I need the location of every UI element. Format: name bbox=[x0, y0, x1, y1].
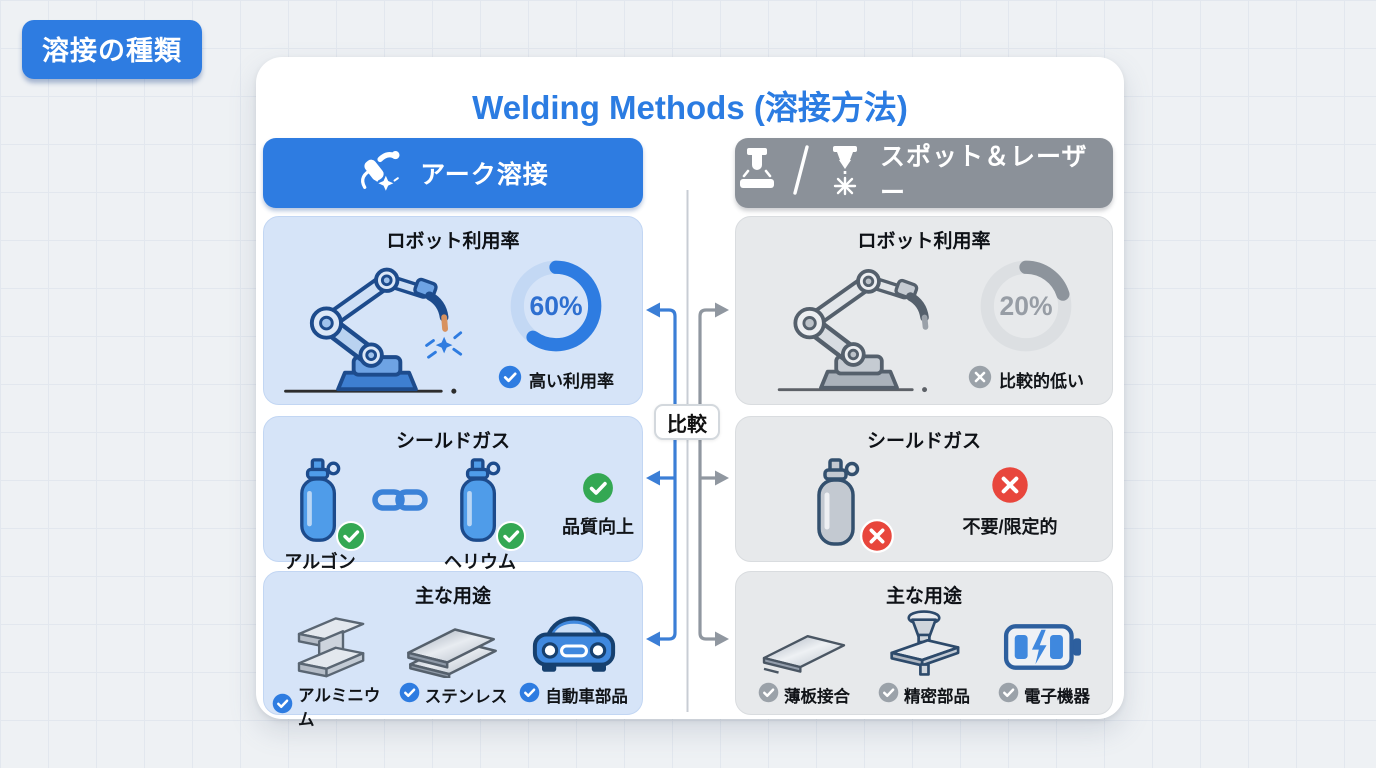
use-label-text: 自動車部品 bbox=[545, 688, 628, 706]
helium-cylinder: ヘリウム bbox=[432, 457, 528, 574]
battery-icon bbox=[996, 612, 1092, 678]
arc-gas-note: 品質向上 bbox=[562, 517, 634, 537]
arc-header: アーク溶接 bbox=[263, 138, 643, 208]
metal-sheets-icon bbox=[401, 612, 505, 678]
use-item: 自動車部品 bbox=[513, 612, 634, 730]
donut-percent-label: 60% bbox=[529, 291, 582, 321]
use-label-text: 薄板接合 bbox=[784, 688, 850, 706]
check-icon bbox=[496, 521, 526, 556]
robot-arm-icon bbox=[270, 253, 484, 404]
gas-cylinder-icon bbox=[450, 457, 510, 550]
car-icon bbox=[524, 612, 624, 678]
check-icon bbox=[998, 682, 1019, 708]
spot-laser-header: スポット＆レーザー bbox=[735, 138, 1113, 208]
check-icon bbox=[582, 472, 614, 509]
check-icon bbox=[272, 693, 293, 719]
spot-uses-panel: 主な用途 bbox=[735, 571, 1113, 715]
use-label-text: ステンレス bbox=[424, 688, 508, 706]
cross-icon bbox=[991, 466, 1029, 509]
spot-laser-column: スポット＆レーザー ロボット利用率 bbox=[735, 138, 1113, 715]
donut-percent-label: 20% bbox=[999, 291, 1052, 321]
spot-robot-note: 比較的低い bbox=[999, 372, 1084, 391]
spot-robot-title: ロボット利用率 bbox=[857, 231, 991, 252]
use-item: ステンレス bbox=[393, 612, 514, 730]
thin-sheet-icon bbox=[752, 612, 856, 678]
compare-label: 比較 bbox=[654, 404, 720, 440]
slash-divider-icon bbox=[792, 144, 810, 203]
arc-uses-title: 主な用途 bbox=[414, 586, 491, 607]
arc-header-label: アーク溶接 bbox=[420, 161, 549, 189]
arc-robot-title: ロボット利用率 bbox=[386, 231, 520, 252]
use-item: 薄板接合 bbox=[744, 612, 864, 708]
main-card: Welding Methods (溶接方法) アーク溶 bbox=[256, 57, 1124, 729]
utilization-donut-chart: 60% bbox=[503, 253, 609, 364]
comparison-arrows bbox=[646, 190, 729, 712]
check-icon bbox=[399, 682, 420, 708]
precision-part-icon bbox=[876, 610, 972, 678]
gas-cylinder-icon bbox=[290, 457, 350, 550]
spot-gas-panel: シールドガス bbox=[735, 416, 1113, 562]
spot-gas-title: シールドガス bbox=[866, 431, 981, 452]
arc-robot-panel: ロボット利用率 bbox=[263, 216, 643, 405]
corner-badge: 溶接の種類 bbox=[22, 20, 202, 79]
laser-icon bbox=[823, 144, 867, 203]
cross-icon bbox=[860, 519, 895, 558]
arc-uses-panel: 主な用途 bbox=[263, 571, 643, 729]
helium-label: ヘリウム bbox=[444, 552, 516, 572]
use-label-text: アルミニウム bbox=[298, 687, 381, 729]
gas-cylinder-icon bbox=[808, 457, 868, 554]
i-beam-icon bbox=[283, 612, 381, 678]
use-item: 精密部品 bbox=[864, 610, 984, 708]
arc-gas-panel: シールドガス bbox=[263, 416, 643, 572]
check-icon bbox=[519, 682, 540, 708]
use-label-text: 精密部品 bbox=[904, 688, 970, 706]
use-item: 電子機器 bbox=[984, 612, 1104, 708]
check-icon bbox=[336, 521, 366, 556]
arc-robot-note: 高い利用率 bbox=[529, 372, 614, 391]
gas-cylinder-crossed bbox=[790, 457, 895, 554]
argon-label: アルゴン bbox=[284, 552, 356, 572]
arc-column: アーク溶接 ロボット利用率 bbox=[263, 138, 643, 729]
argon-cylinder: アルゴン bbox=[272, 457, 368, 574]
welding-torch-icon bbox=[357, 148, 407, 199]
use-item: アルミニウム bbox=[272, 612, 393, 730]
robot-arm-icon bbox=[764, 253, 954, 404]
check-icon bbox=[878, 682, 899, 708]
check-icon bbox=[498, 365, 522, 394]
spot-gas-note: 不要/限定的 bbox=[962, 517, 1058, 537]
arc-gas-title: シールドガス bbox=[395, 431, 510, 452]
use-label-text: 電子機器 bbox=[1024, 688, 1090, 706]
check-icon bbox=[758, 682, 779, 708]
utilization-donut-chart: 20% bbox=[973, 253, 1079, 364]
chain-link-icon bbox=[372, 485, 428, 520]
spot-robot-panel: ロボット利用率 bbox=[735, 216, 1113, 405]
spot-laser-header-label: スポット＆レーザー bbox=[880, 143, 1088, 207]
spot-weld-icon bbox=[735, 146, 779, 201]
cross-icon bbox=[968, 365, 992, 394]
spot-uses-title: 主な用途 bbox=[885, 586, 962, 607]
page-title: Welding Methods (溶接方法) bbox=[472, 89, 908, 126]
